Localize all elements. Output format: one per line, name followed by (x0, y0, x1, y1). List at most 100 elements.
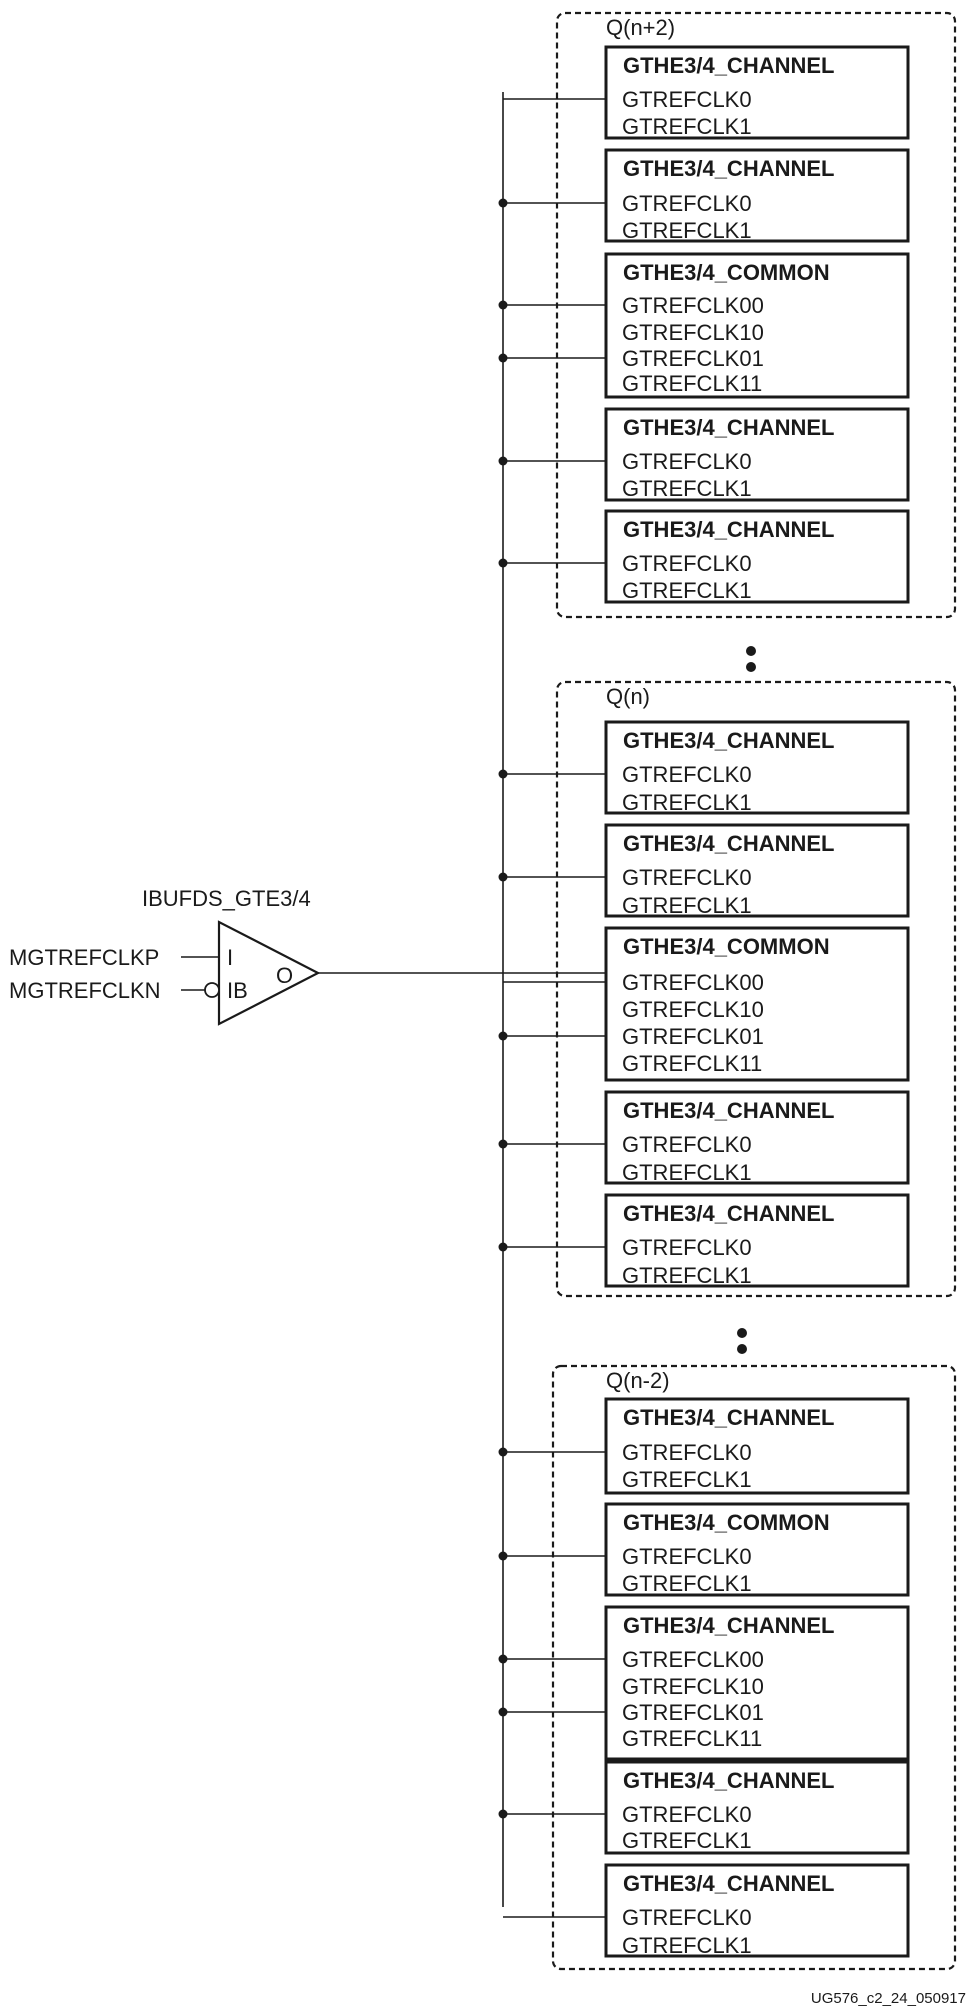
block-title: GTHE3/4_CHANNEL (623, 1768, 834, 1793)
block-pin-label: GTREFCLK1 (622, 893, 752, 918)
block-pin-label: GTREFCLK0 (622, 1905, 752, 1930)
block-pin-label: GTREFCLK1 (622, 218, 752, 243)
block-title: GTHE3/4_COMMON (623, 260, 830, 285)
quad-label: Q(n) (606, 684, 650, 709)
transceiver-block-frame (604, 45, 910, 140)
block-pin-label: GTREFCLK10 (622, 997, 764, 1022)
quad-group: Q(n)GTHE3/4_CHANNELGTREFCLK0GTREFCLK1GTH… (498, 680, 957, 1298)
block-pin-label: GTREFCLK01 (622, 1700, 764, 1725)
block-pin-label: GTREFCLK1 (622, 476, 752, 501)
block-pin-label: GTREFCLK1 (622, 1467, 752, 1492)
junction-dot (498, 1654, 508, 1664)
block-pin-label: GTREFCLK11 (622, 371, 762, 396)
block-pin-label: GTREFCLK0 (622, 865, 752, 890)
quads-layer: Q(n+2)GTHE3/4_CHANNELGTREFCLK0GTREFCLK1G… (498, 11, 957, 1971)
block-pin-label: GTREFCLK1 (622, 578, 752, 603)
transceiver-block-frame (604, 720, 910, 815)
transceiver-block-frame (604, 823, 910, 918)
transceiver-block: GTHE3/4_COMMONGTREFCLK00GTREFCLK10GTREFC… (498, 926, 910, 1082)
block-title: GTHE3/4_CHANNEL (623, 1405, 834, 1430)
block-title: GTHE3/4_CHANNEL (623, 53, 834, 78)
buffer-pin-o: O (276, 963, 293, 988)
transceiver-block-frame (604, 1397, 910, 1495)
transceiver-block: GTHE3/4_CHANNELGTREFCLK00GTREFCLK10GTREF… (498, 1605, 910, 1761)
buffer-triangle (217, 920, 321, 1026)
block-title: GTHE3/4_CHANNEL (623, 415, 834, 440)
junction-dot (498, 558, 508, 568)
block-pin-label: GTREFCLK1 (622, 1571, 752, 1596)
block-title: GTHE3/4_CHANNEL (623, 517, 834, 542)
transceiver-block-frame (604, 1502, 910, 1597)
block-title: GTHE3/4_CHANNEL (623, 1871, 834, 1896)
transceiver-block-frame (604, 148, 910, 243)
block-pin-label: GTREFCLK01 (622, 1024, 764, 1049)
ellipsis-marker (737, 1328, 747, 1354)
block-pin-label: GTREFCLK0 (622, 191, 752, 216)
ibufds-buffer: IBUFDS_GTE3/4 MGTREFCLKP MGTREFCLKN I IB… (9, 886, 321, 1026)
block-title: GTHE3/4_CHANNEL (623, 728, 834, 753)
transceiver-block: GTHE3/4_COMMONGTREFCLK00GTREFCLK10GTREFC… (498, 252, 910, 399)
block-pin-label: GTREFCLK1 (622, 114, 752, 139)
junction-dot (498, 1031, 508, 1041)
block-pin-label: GTREFCLK0 (622, 1544, 752, 1569)
quad-boundary (551, 1364, 957, 1971)
block-pin-label: GTREFCLK0 (622, 1235, 752, 1260)
block-pin-label: GTREFCLK0 (622, 449, 752, 474)
block-pin-label: GTREFCLK11 (622, 1051, 762, 1076)
buffer-name-label: IBUFDS_GTE3/4 (142, 886, 311, 911)
buffer-pin-ib: IB (227, 978, 248, 1003)
buffer-pin-i: I (227, 945, 233, 970)
block-title: GTHE3/4_COMMON (623, 934, 830, 959)
junction-dot (498, 1551, 508, 1561)
block-pin-label: GTREFCLK0 (622, 1132, 752, 1157)
quad-group: Q(n+2)GTHE3/4_CHANNELGTREFCLK0GTREFCLK1G… (498, 11, 957, 619)
block-title: GTHE3/4_CHANNEL (623, 1201, 834, 1226)
block-title: GTHE3/4_CHANNEL (623, 1098, 834, 1123)
block-pin-label: GTREFCLK10 (622, 320, 764, 345)
block-title: GTHE3/4_CHANNEL (623, 156, 834, 181)
block-pin-label: GTREFCLK00 (622, 293, 764, 318)
block-pin-label: GTREFCLK1 (622, 1828, 752, 1853)
block-pin-label: GTREFCLK0 (622, 551, 752, 576)
junction-dot (498, 353, 508, 363)
junction-dot (498, 1447, 508, 1457)
block-pin-label: GTREFCLK1 (622, 1160, 752, 1185)
transceiver-block-frame (604, 1090, 910, 1185)
block-pin-label: GTREFCLK11 (622, 1726, 762, 1751)
block-pin-label: GTREFCLK00 (622, 970, 764, 995)
block-pin-label: GTREFCLK01 (622, 346, 764, 371)
block-pin-label: GTREFCLK0 (622, 87, 752, 112)
junction-dot (498, 1707, 508, 1717)
junction-dot (498, 872, 508, 882)
block-pin-label: GTREFCLK10 (622, 1674, 764, 1699)
junction-dot (498, 456, 508, 466)
figure-id: UG576_c2_24_050917 (811, 1990, 966, 2007)
block-title: GTHE3/4_COMMON (623, 1510, 830, 1535)
junction-dot (498, 198, 508, 208)
input-label-p: MGTREFCLKP (9, 945, 159, 970)
inversion-bubble (204, 982, 220, 998)
quad-label: Q(n+2) (606, 15, 675, 40)
junction-dot (498, 769, 508, 779)
block-pin-label: GTREFCLK0 (622, 1440, 752, 1465)
block-pin-label: GTREFCLK00 (622, 1647, 764, 1672)
junction-dot (498, 1809, 508, 1819)
transceiver-block-frame (604, 252, 910, 399)
junction-dot (498, 1242, 508, 1252)
transceiver-block-frame (604, 407, 910, 502)
block-pin-label: GTREFCLK1 (622, 1933, 752, 1958)
transceiver-block-frame (604, 1760, 910, 1855)
transceiver-block-frame (604, 1193, 910, 1288)
junction-dot (498, 300, 508, 310)
